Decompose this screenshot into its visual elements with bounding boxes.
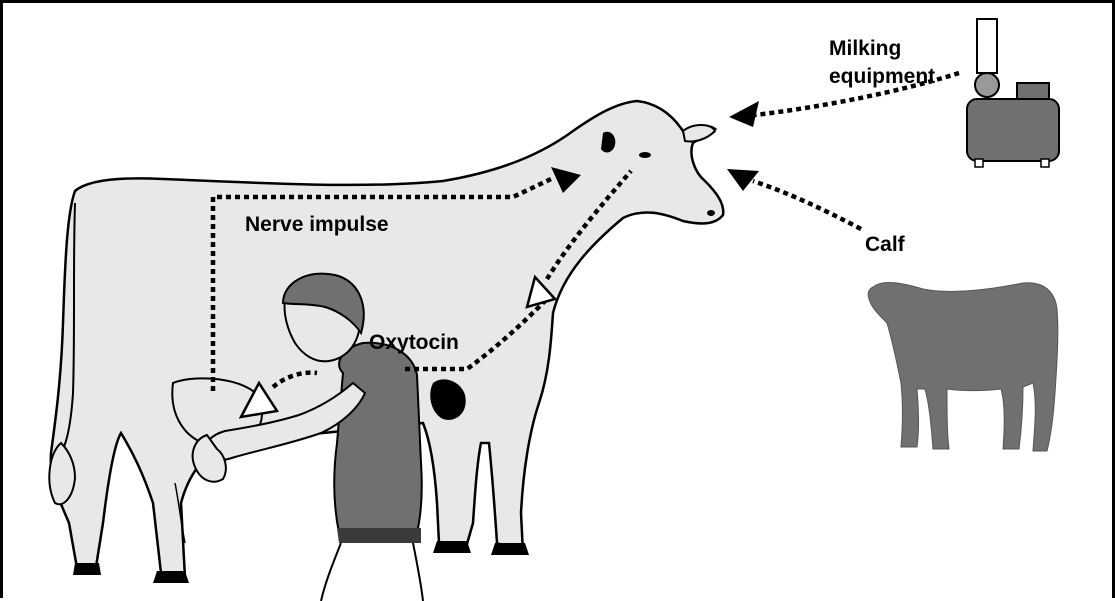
milker-belt — [337, 528, 421, 543]
calf-silhouette — [868, 283, 1058, 451]
equipment-foot — [975, 159, 983, 167]
label-nerve-impulse: Nerve impulse — [245, 213, 389, 237]
milker-shirt — [334, 343, 422, 533]
equipment-arrowhead — [729, 101, 759, 127]
cow-hoof — [153, 571, 189, 583]
label-oxytocin: Oxytocin — [369, 331, 459, 355]
equipment-foot — [1041, 159, 1049, 167]
milker-legs — [321, 543, 423, 601]
cow-hoof — [491, 543, 529, 555]
milk-letdown-illustration — [3, 3, 1115, 601]
label-calf: Calf — [865, 233, 905, 257]
cow-hoof — [73, 563, 101, 575]
sight-sound-arrow-calf — [753, 181, 861, 229]
equipment-tank — [967, 99, 1059, 161]
cow-eye — [639, 152, 651, 158]
cow-ear — [683, 125, 715, 142]
equipment-pulsator — [975, 73, 999, 97]
cow-hoof — [433, 541, 471, 553]
label-milking-equipment-line1: Milking — [829, 37, 901, 61]
label-milking-equipment-line2: equipment — [829, 65, 935, 89]
cow-nostril — [707, 210, 715, 216]
equipment-jar — [977, 19, 997, 73]
milking-equipment — [967, 19, 1059, 167]
